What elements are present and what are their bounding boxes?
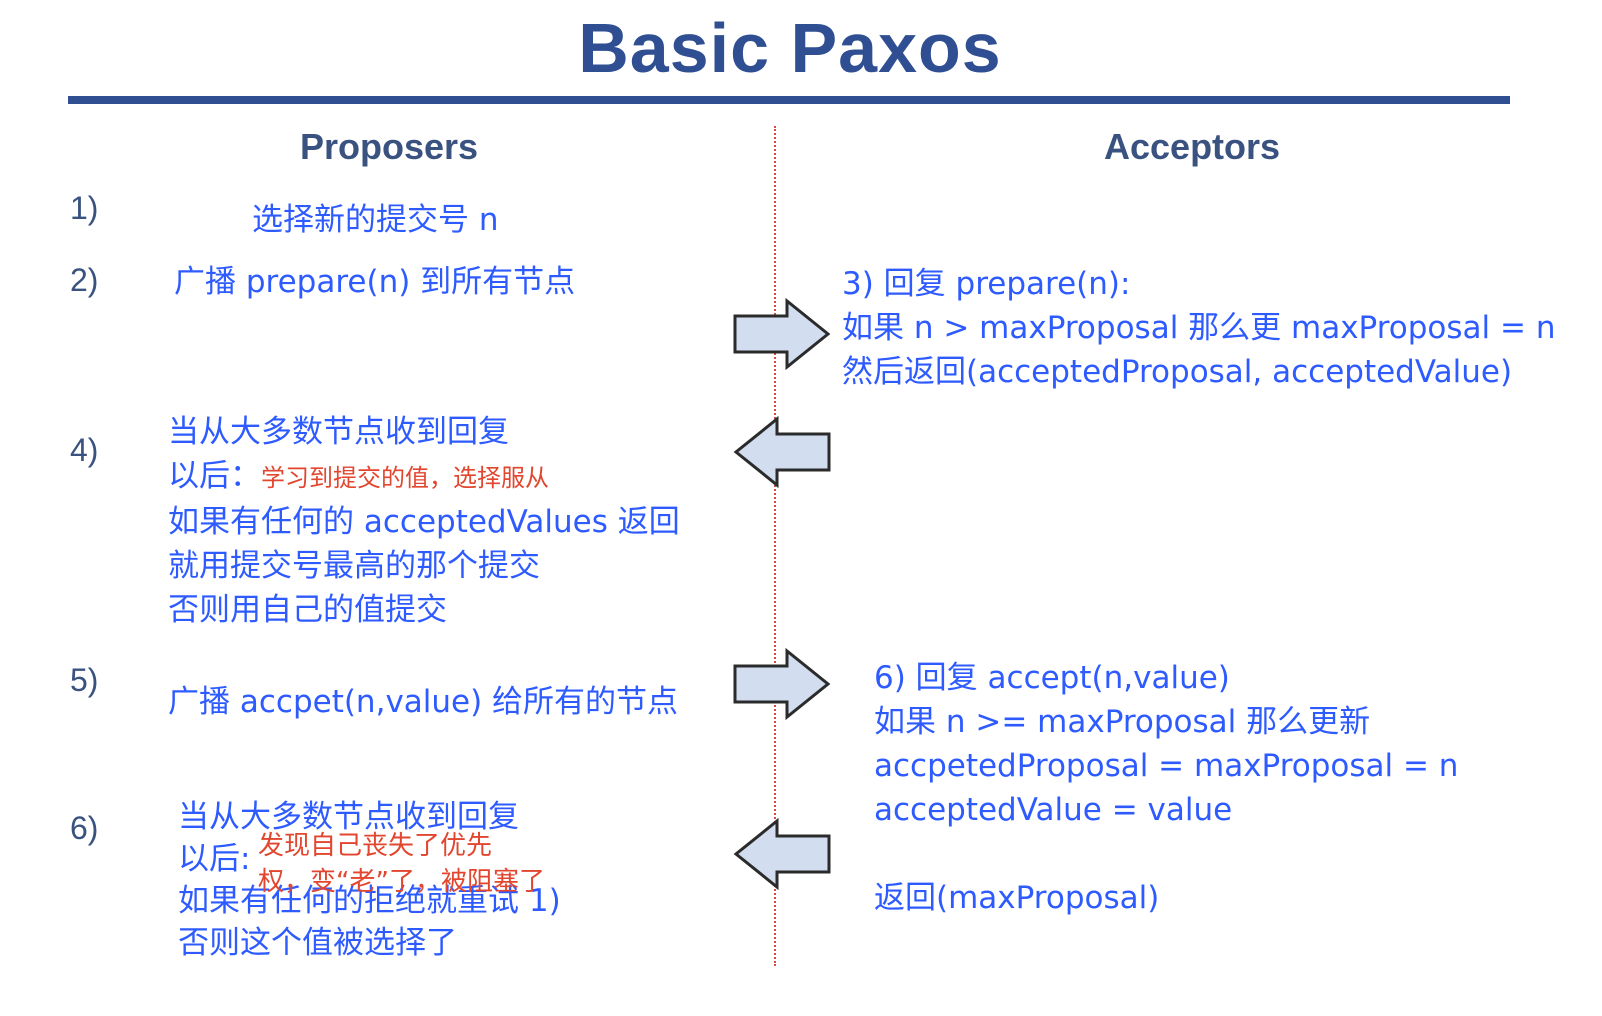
- step-6-note-line: 权，变“老”了，被阻塞了: [258, 867, 545, 897]
- step-4-note: 学习到提交的值，选择服从: [261, 464, 549, 492]
- step-3-line: 3) 回复 prepare(n):: [842, 266, 1131, 302]
- step-number-4: 4): [70, 432, 99, 468]
- left-arrow-icon: [732, 818, 832, 890]
- step-6-proposer-line: 否则这个值被选择了: [178, 925, 457, 961]
- step-6-note: 发现自己丧失了优先 权，变“老”了，被阻塞了: [258, 828, 545, 900]
- title-underline: [68, 96, 1510, 104]
- step-6-proposer-line: 以后:: [178, 841, 251, 877]
- step-1-text: 选择新的提交号 n: [252, 202, 499, 238]
- step-6-acceptor-return: 返回(maxProposal): [874, 880, 1160, 916]
- step-3-line: 然后返回(acceptedProposal, acceptedValue): [842, 354, 1513, 390]
- column-header-proposers: Proposers: [300, 126, 479, 167]
- step-3-line: 如果 n > maxProposal 那么更 maxProposal = n: [842, 310, 1556, 346]
- step-4-line: 就用提交号最高的那个提交: [168, 548, 540, 584]
- step-4-line: 当从大多数节点收到回复: [168, 414, 509, 450]
- step-6-acceptor-block: 6) 回复 accept(n,value) 如果 n >= maxProposa…: [874, 656, 1458, 920]
- step-number-5: 5): [70, 662, 99, 698]
- step-4-line-2: 以后：学习到提交的值，选择服从: [168, 454, 680, 500]
- step-6-acceptor-line: 6) 回复 accept(n,value): [874, 660, 1230, 696]
- column-header-acceptors: Acceptors: [1104, 126, 1281, 167]
- step-4-line-prefix: 以后：: [168, 458, 261, 494]
- spacer: [874, 832, 1458, 876]
- step-6-acceptor-line: acceptedValue = value: [874, 792, 1233, 828]
- step-2-text: 广播 prepare(n) 到所有节点: [174, 264, 576, 300]
- step-6-acceptor-line: 如果 n >= maxProposal 那么更新: [874, 704, 1371, 740]
- step-6-acceptor-line: accpetedProposal = maxProposal = n: [874, 748, 1459, 784]
- step-number-2: 2): [70, 262, 99, 298]
- step-6-proposer-block: 当从大多数节点收到回复 以后: 如果有任何的拒绝就重试 1) 否则这个值被选择了: [178, 796, 561, 964]
- step-4-block: 当从大多数节点收到回复 以后：学习到提交的值，选择服从 如果有任何的 accep…: [168, 410, 680, 632]
- diagram-title: Basic Paxos: [578, 9, 1002, 87]
- right-arrow-icon: [732, 648, 832, 720]
- step-6-proposer-line: 当从大多数节点收到回复: [178, 799, 519, 835]
- step-5-text: 广播 accpet(n,value) 给所有的节点: [168, 684, 679, 720]
- step-3-block: 3) 回复 prepare(n): 如果 n > maxProposal 那么更…: [842, 262, 1555, 394]
- left-arrow-icon: [732, 416, 832, 488]
- column-divider: [774, 126, 776, 966]
- step-4-line: 如果有任何的 acceptedValues 返回: [168, 504, 680, 540]
- step-6-note-line: 发现自己丧失了优先: [258, 831, 493, 861]
- step-4-line: 否则用自己的值提交: [168, 592, 447, 628]
- step-number-1: 1): [70, 190, 99, 226]
- right-arrow-icon: [732, 298, 832, 370]
- step-number-6: 6): [70, 810, 99, 846]
- step-6-proposer-line: 如果有任何的拒绝就重试 1): [178, 883, 561, 919]
